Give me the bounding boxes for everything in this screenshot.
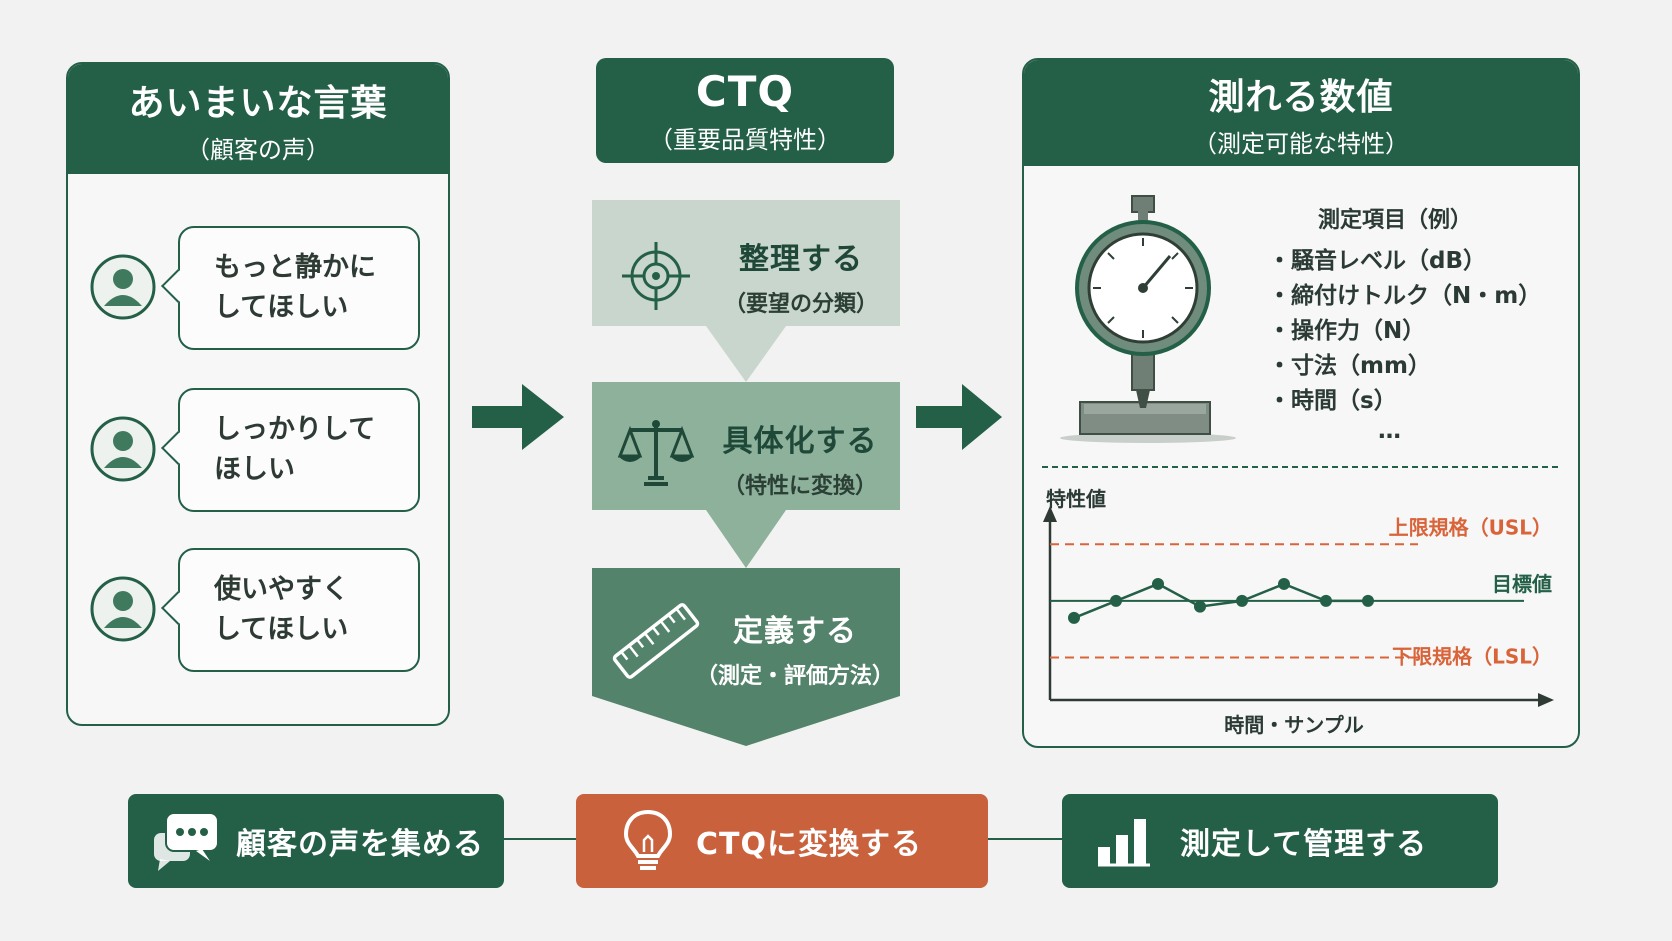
data-point <box>1110 594 1122 607</box>
control-chart: 特性値 上限規格（USL） 目標値 下限規格（LSL） 時間・サンプル <box>1043 487 1554 737</box>
step-title: 整理する <box>739 242 863 277</box>
voice-line-1: 使いやすく <box>214 574 349 605</box>
voice-row-1: もっと静かに してほしい <box>90 226 420 350</box>
data-point <box>1152 577 1164 590</box>
step-organize-shape <box>592 200 900 382</box>
right-arrow-icon <box>916 384 1002 450</box>
voice-line-2: ほしい <box>214 454 295 485</box>
series-line <box>1073 582 1368 620</box>
collect-voice-label: 顧客の声を集める <box>236 827 484 862</box>
voice-panel-title: あいまいな言葉 <box>128 82 388 124</box>
step-organize: 整理する （要望の分類） <box>706 234 896 318</box>
measurable-panel-title: 測れる数値 <box>1208 76 1394 118</box>
y-axis-arrow-icon <box>1043 506 1057 522</box>
measurable-panel-header: 測れる数値 （測定可能な特性） <box>1024 60 1578 166</box>
convert-ctq-label: CTQに変換する <box>696 827 922 862</box>
measure-manage-label: 測定して管理する <box>1180 827 1428 862</box>
voice-row-3: 使いやすく してほしい <box>90 548 420 672</box>
data-point <box>1362 594 1374 607</box>
bubble-tail <box>161 269 195 303</box>
voice-panel-subtitle: （顧客の声） <box>186 135 330 164</box>
measurable-panel-subtitle: （測定可能な特性） <box>1193 129 1409 158</box>
step-subtitle: （要望の分類） <box>723 292 878 317</box>
step-subtitle: （測定・評価方法） <box>695 664 894 689</box>
voice-line-2: してほしい <box>214 292 349 323</box>
measure-item: ・騒音レベル（dB） <box>1268 248 1486 274</box>
panel-divider <box>1042 466 1558 468</box>
lsl-label: 下限規格（LSL） <box>1392 645 1552 669</box>
voice-bubble: しっかりして ほしい <box>161 388 420 512</box>
measure-manage-step: 測定して管理する <box>1062 794 1498 888</box>
voice-line-2: してほしい <box>214 614 349 645</box>
balance-scale-icon <box>617 420 695 486</box>
person-icon <box>90 416 156 482</box>
bar-chart-icon <box>1098 819 1150 867</box>
voice-line-1: もっと静かに <box>214 252 376 283</box>
chat-bubbles-icon <box>154 812 219 871</box>
person-icon <box>90 254 156 320</box>
step-subtitle: （特性に変換） <box>722 474 877 499</box>
step-define: 定義する （測定・評価方法） <box>690 606 900 690</box>
bottom-connector <box>980 838 1080 840</box>
data-point <box>1278 577 1290 590</box>
bubble-tail <box>161 431 195 465</box>
voice-bubble: 使いやすく してほしい <box>161 548 420 672</box>
measure-list-title: 測定項目（例） <box>1318 208 1473 233</box>
voice-text: 使いやすく してほしい <box>214 570 349 650</box>
voice-row-2: しっかりして ほしい <box>90 388 420 512</box>
voice-bubble: もっと静かに してほしい <box>161 226 420 350</box>
person-icon <box>90 576 156 642</box>
voice-line-1: しっかりして <box>214 414 376 445</box>
voice-text: もっと静かに してほしい <box>214 248 376 328</box>
voice-panel-header: あいまいな言葉 （顧客の声） <box>68 64 448 174</box>
measure-item: ・操作力（N） <box>1268 318 1426 344</box>
series-points <box>1068 577 1374 624</box>
convert-ctq-step: CTQに変換する <box>576 794 988 888</box>
chart-xlabel: 時間・サンプル <box>1224 713 1363 737</box>
ctq-subtitle: （重要品質特性） <box>649 125 841 154</box>
data-point <box>1236 594 1248 607</box>
usl-label: 上限規格（USL） <box>1389 515 1552 539</box>
collect-voice-step: 顧客の声を集める <box>128 794 504 888</box>
data-point <box>1068 611 1080 624</box>
step-title: 具体化する <box>722 424 878 459</box>
ruler-icon <box>612 603 700 679</box>
x-axis-arrow-icon <box>1538 693 1554 707</box>
measure-item: ・寸法（mm） <box>1268 353 1431 379</box>
ctq-title: CTQ <box>695 66 795 116</box>
target-icon <box>622 242 690 310</box>
measure-more: … <box>1378 418 1401 444</box>
measure-item: ・締付けトルク（N・m） <box>1268 283 1542 309</box>
target-label: 目標値 <box>1492 572 1552 596</box>
ctq-header: CTQ （重要品質特性） <box>596 58 894 163</box>
measure-list: 測定項目（例） ・騒音レベル（dB） ・締付けトルク（N・m） ・操作力（N） … <box>1268 202 1568 443</box>
voice-text: しっかりして ほしい <box>214 410 375 490</box>
bubble-tail <box>161 591 195 625</box>
data-point <box>1194 600 1206 613</box>
step-specify: 具体化する （特性に変換） <box>702 416 898 500</box>
dial-gauge-icon <box>1060 195 1236 443</box>
step-title: 定義する <box>733 614 857 649</box>
measure-item: ・時間（s） <box>1268 388 1397 414</box>
data-point <box>1320 594 1332 607</box>
lightbulb-icon <box>623 809 673 870</box>
chart-ylabel: 特性値 <box>1046 487 1106 511</box>
right-arrow-icon <box>472 384 564 450</box>
